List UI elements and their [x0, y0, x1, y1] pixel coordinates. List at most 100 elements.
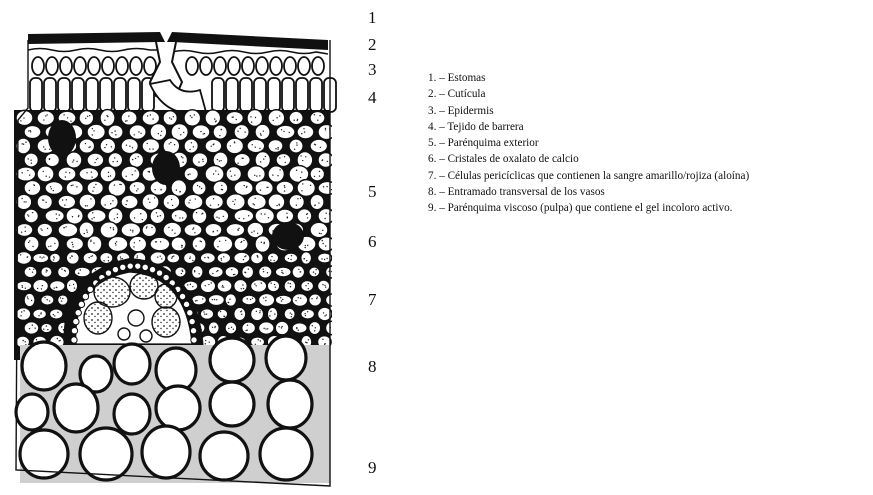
- parenchyma-cell: [226, 167, 241, 182]
- stipple-dot: [266, 187, 267, 188]
- stipple-dot: [275, 287, 276, 288]
- stipple-dot: [180, 191, 181, 192]
- stipple-dot: [277, 147, 278, 148]
- stipple-dot: [31, 300, 32, 301]
- stipple-dot: [45, 202, 46, 203]
- parenchyma-cell: [37, 223, 53, 237]
- stipple-dot: [182, 157, 183, 158]
- legend-item: 7. – Células pericíclicas que contienen …: [428, 168, 749, 184]
- stipple-dot: [202, 161, 203, 162]
- stipple-dot: [209, 341, 210, 342]
- stipple-dot: [319, 175, 320, 176]
- stipple-dot: [90, 198, 91, 199]
- stipple-dot: [107, 116, 108, 117]
- stipple-dot: [230, 145, 231, 146]
- stipple-dot: [24, 226, 25, 227]
- stipple-dot: [217, 246, 218, 247]
- stipple-dot: [169, 143, 170, 144]
- pericyclic-cell: [190, 328, 196, 334]
- stipple-dot: [263, 271, 264, 272]
- stipple-dot: [91, 171, 92, 172]
- stipple-dot: [95, 269, 96, 270]
- stipple-dot: [282, 273, 283, 274]
- stipple-dot: [120, 258, 121, 259]
- stipple-dot: [80, 269, 81, 270]
- parenchyma-cell: [45, 153, 59, 167]
- stipple-dot: [247, 325, 248, 326]
- stipple-dot: [49, 149, 50, 150]
- stipple-dot: [195, 198, 196, 199]
- stipple-dot: [72, 246, 73, 247]
- stipple-dot: [306, 342, 307, 343]
- parenchyma-cell: [33, 279, 49, 292]
- stipple-dot: [324, 285, 325, 286]
- parenchyma-cell: [192, 153, 208, 168]
- stipple-dot: [168, 227, 169, 228]
- stipple-dot: [263, 130, 264, 131]
- stipple-dot: [223, 315, 224, 316]
- stipple-dot: [252, 144, 253, 145]
- stipple-dot: [30, 160, 31, 161]
- stipple-dot: [158, 133, 159, 134]
- parenchyma-cell: [234, 252, 250, 264]
- stipple-dot: [126, 200, 127, 201]
- stipple-dot: [263, 243, 264, 244]
- stipple-dot: [45, 271, 46, 272]
- stipple-dot: [325, 286, 326, 287]
- parenchyma-cell: [87, 181, 103, 195]
- parenchyma-cell: [66, 237, 84, 251]
- stipple-dot: [263, 269, 264, 270]
- stipple-dot: [258, 339, 259, 340]
- parenchyma-cell: [83, 252, 97, 264]
- parenchyma-cell: [200, 279, 215, 292]
- stipple-dot: [50, 245, 51, 246]
- pericyclic-cell: [163, 274, 169, 280]
- stipple-dot: [72, 161, 73, 162]
- stipple-dot: [307, 245, 308, 246]
- stipple-dot: [117, 161, 118, 162]
- stipple-dot: [250, 116, 251, 117]
- parenchyma-cell: [121, 195, 138, 209]
- stipple-dot: [25, 142, 26, 143]
- parenchyma-cell: [268, 139, 283, 152]
- stipple-dot: [260, 189, 261, 190]
- stipple-dot: [301, 171, 302, 172]
- parenchyma-cell: [225, 294, 237, 307]
- stipple-dot: [259, 310, 260, 311]
- stipple-dot: [181, 245, 182, 246]
- stipple-dot: [281, 326, 282, 327]
- parenchyma-cell: [66, 208, 83, 224]
- stipple-dot: [322, 230, 323, 231]
- stipple-dot: [36, 339, 37, 340]
- parenchyma-cell: [171, 209, 188, 222]
- stipple-dot: [271, 256, 272, 257]
- stipple-dot: [251, 232, 252, 233]
- legend-item: 1. – Estomas: [428, 70, 749, 86]
- stipple-dot: [238, 218, 239, 219]
- stipple-dot: [265, 156, 266, 157]
- parenchyma-cell: [226, 138, 244, 154]
- pulp-cell: [114, 344, 150, 384]
- stipple-dot: [251, 121, 252, 122]
- parenchyma-cell: [318, 237, 335, 251]
- stipple-dot: [217, 230, 218, 231]
- parenchyma-cell: [100, 110, 115, 127]
- stipple-dot: [305, 245, 306, 246]
- stipple-dot: [147, 115, 148, 116]
- stipple-dot: [333, 324, 334, 325]
- stipple-dot: [190, 115, 191, 116]
- stipple-dot: [273, 120, 274, 121]
- stipple-dot: [74, 287, 75, 288]
- stipple-dot: [198, 273, 199, 274]
- barrier-cell: [254, 78, 266, 112]
- stipple-dot: [260, 134, 261, 135]
- epidermis-cell: [46, 57, 58, 75]
- stipple-dot: [49, 159, 50, 160]
- stipple-dot: [23, 144, 24, 145]
- stipple-dot: [254, 204, 255, 205]
- epidermis-cell: [214, 57, 226, 75]
- parenchyma-cell: [251, 252, 264, 264]
- stipple-dot: [22, 143, 23, 144]
- stipple-dot: [290, 286, 291, 287]
- parenchyma-cell: [267, 253, 278, 263]
